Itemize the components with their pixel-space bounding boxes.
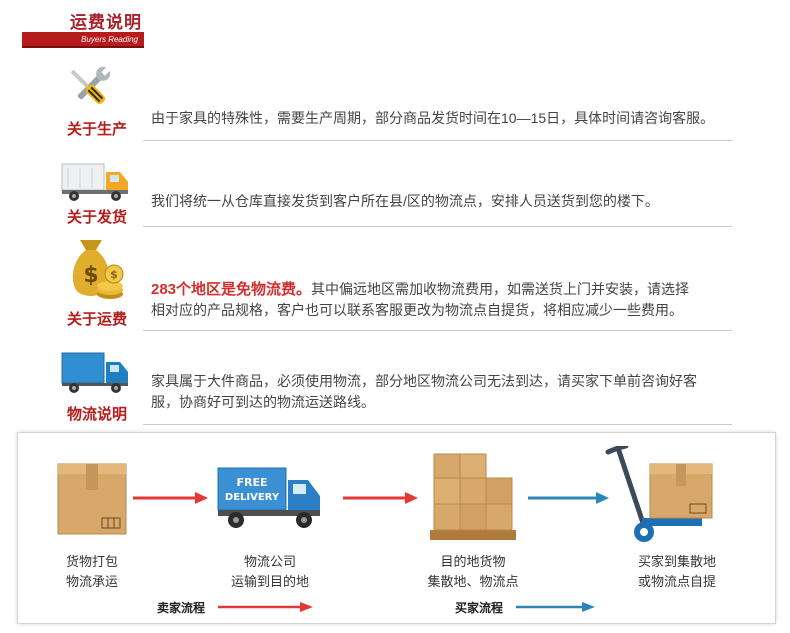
section-subtitle: Buyers Reading (81, 35, 138, 44)
row-title-freight: 关于运费 (67, 311, 128, 328)
free-shipping-highlight: 283个地区是免物流费。 (151, 281, 312, 298)
row-divider (143, 424, 732, 425)
svg-text:$: $ (83, 263, 98, 288)
title-band (22, 32, 144, 47)
legend-seller-arrow (218, 602, 313, 612)
row-text-freight: 283个地区是免物流费。其中偏远地区需加收物流费用，如需送货上门并安装，请选择 … (151, 279, 741, 321)
row-divider (143, 226, 732, 227)
seller-arrow-2 (343, 492, 418, 504)
step-caption-1: 货物打包 物流承运 (42, 552, 142, 592)
row-divider (143, 330, 732, 331)
row-text-production: 由于家具的特殊性，需要生产周期，部分商品发货时间在10—15日，具体时间请咨询客… (151, 110, 715, 126)
delivery-truck-icon: FREE DELIVERY (216, 462, 324, 534)
step-caption-2: 物流公司 运输到目的地 (220, 552, 320, 592)
freight-line-1: 其中偏远地区需加收物流费用，如需送货上门并安装，请选择 (311, 281, 690, 297)
legend-seller-label: 卖家流程 (157, 601, 206, 615)
box-icon (56, 460, 128, 536)
row-divider (143, 140, 732, 141)
row-title-production: 关于生产 (67, 121, 128, 138)
buyer-arrow-1 (528, 492, 609, 504)
step-3-line-1: 目的地货物 (440, 554, 506, 569)
step-1-line-1: 货物打包 (65, 554, 118, 569)
truck-delivery-text: DELIVERY (225, 492, 280, 503)
step-2-line-1: 物流公司 (243, 554, 296, 569)
step-4-line-2: 或物流点自提 (637, 574, 716, 589)
freight-line-2: 相对应的产品规格，客户也可以联系客服更改为物流点自提货，将相应减少一些费用。 (151, 302, 683, 318)
tools-icon (62, 62, 116, 114)
row-text-shipping: 我们将统一从仓库直接发货到客户所在县/区的物流点，安排人员送货到您的楼下。 (151, 193, 659, 209)
hand-truck-icon (604, 443, 724, 546)
row-text-logistics: 家具属于大件商品，必须使用物流，部分地区物流公司无法到达，请买家下单前咨询好客 … (151, 371, 741, 413)
legend-buyer-arrow (516, 602, 595, 612)
blue-truck-icon (60, 350, 132, 396)
pallet-boxes-icon (428, 452, 518, 542)
step-3-line-2: 集散地、物流点 (427, 574, 519, 589)
logistics-line-1: 家具属于大件商品，必须使用物流，部分地区物流公司无法到达，请买家下单前咨询好客 (151, 373, 697, 389)
row-title-logistics: 物流说明 (67, 406, 128, 423)
logistics-line-2: 服，协商好可到达的物流运送路线。 (151, 394, 375, 410)
section-title: 运费说明 (70, 13, 142, 32)
truck-free-text: FREE (236, 476, 267, 489)
step-4-line-1: 买家到集散地 (637, 554, 716, 569)
title-underline (22, 46, 144, 48)
money-bag-icon: $ $ (66, 236, 126, 302)
truck-icon (60, 160, 132, 204)
svg-text:$: $ (110, 268, 118, 281)
step-2-line-2: 运输到目的地 (230, 574, 309, 589)
step-caption-4: 买家到集散地 或物流点自提 (622, 552, 732, 592)
row-title-shipping: 关于发货 (67, 209, 128, 226)
step-1-line-2: 物流承运 (65, 574, 118, 589)
step-caption-3: 目的地货物 集散地、物流点 (418, 552, 528, 592)
seller-arrow-1 (133, 492, 208, 504)
legend-buyer-label: 买家流程 (455, 601, 504, 615)
